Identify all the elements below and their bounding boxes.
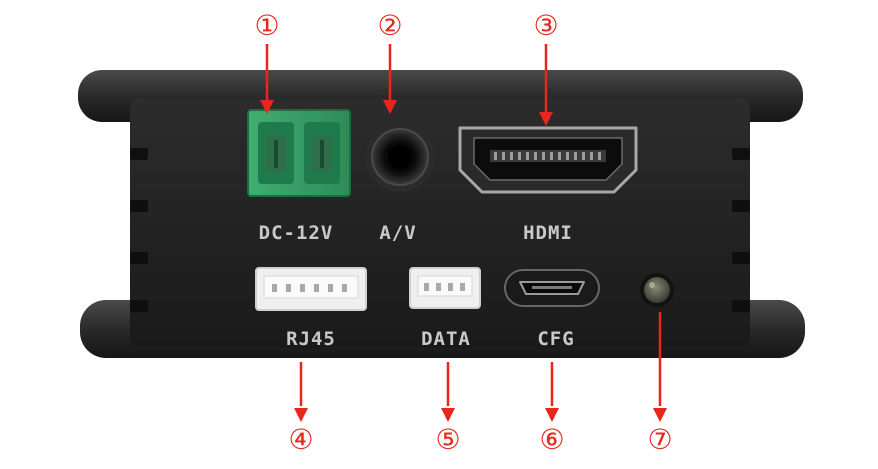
left-cooling-fins (130, 148, 148, 312)
six-pin-connector-icon (255, 267, 367, 311)
port-label-cfg: CFG (537, 328, 575, 350)
right-cooling-fins (732, 148, 750, 312)
callout-4: ④ (288, 423, 314, 456)
port-label-rj45: RJ45 (286, 328, 336, 350)
port-label-data: DATA (421, 328, 471, 350)
green-terminal-block-icon (247, 109, 351, 197)
port-label-av: A/V (379, 222, 417, 244)
callout-5: ⑤ (435, 423, 461, 456)
led-indicator-icon (640, 273, 674, 307)
port-label-dc: DC-12V (258, 222, 334, 244)
callout-7: ⑦ (647, 423, 673, 456)
port-label-hdmi: HDMI (523, 222, 573, 244)
audio-jack-icon (365, 122, 435, 192)
callout-6: ⑥ (539, 423, 565, 456)
callout-1: ① (254, 9, 280, 42)
micro-usb-port-icon (504, 269, 600, 307)
callout-2: ② (377, 9, 403, 42)
callout-3: ③ (533, 9, 559, 42)
four-pin-connector-icon (409, 267, 481, 309)
device-body (130, 98, 750, 348)
hdmi-port-icon (458, 126, 638, 194)
callout-arrows (260, 44, 667, 422)
